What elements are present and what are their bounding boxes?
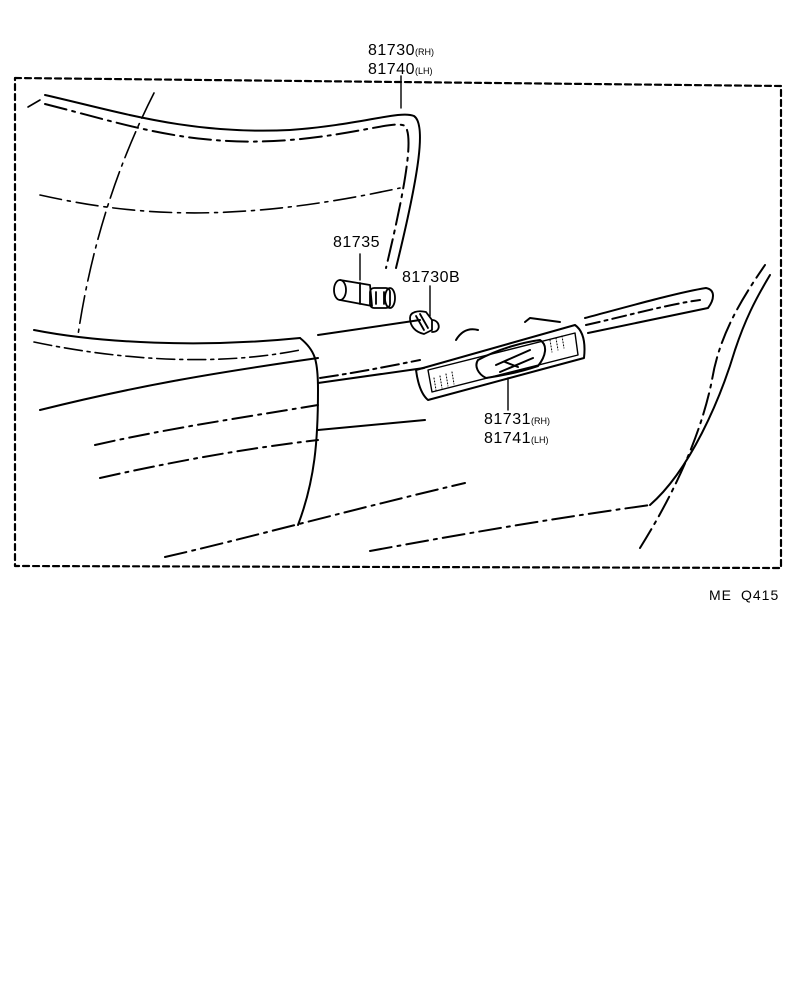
drawing-code-prefix: ME [709,587,732,603]
side-molding [319,287,714,379]
label-lamp-assy: 81730(RH) 81740(LH) [368,42,434,80]
bulb-81730b-drawing [409,285,440,335]
part-number-81730: 81730 [368,42,415,59]
windshield-outline [44,94,421,269]
label-bulb: 81730B [402,269,460,286]
label-socket: 81735 [333,234,380,251]
lens-81731-drawing [415,317,586,411]
drawing-code-number: Q415 [741,587,780,603]
part-number-81735: 81735 [333,234,380,251]
label-lens: 81731(RH) 81741(LH) [484,411,550,449]
suffix-rh: (RH) [415,47,434,57]
socket-81735-drawing [333,253,396,309]
part-number-81731: 81731 [484,411,531,428]
part-number-81740: 81740 [368,61,415,78]
suffix-lh: (LH) [415,66,433,76]
door-window-lines [27,92,401,361]
fender-outline [39,264,771,558]
part-number-81741: 81741 [484,430,531,447]
dashed-frame [13,76,783,570]
part-number-81730b: 81730B [402,269,461,286]
suffix-lh: (LH) [531,435,549,445]
drawing-code: ME Q415 [709,587,779,603]
suffix-rh: (RH) [531,416,550,426]
